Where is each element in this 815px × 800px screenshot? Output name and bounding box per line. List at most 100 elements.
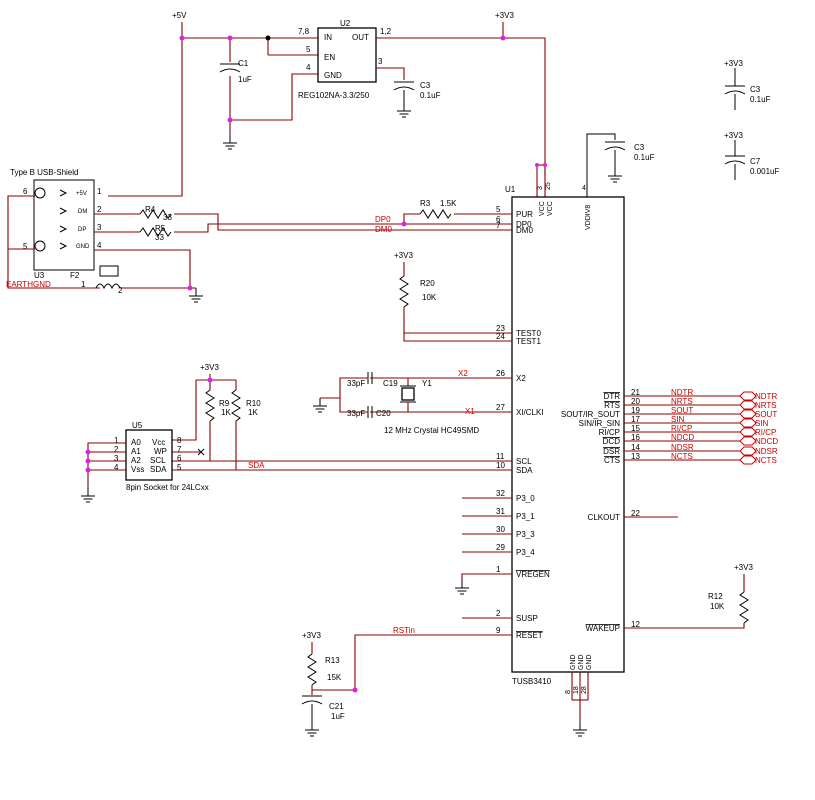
- mcu-body: [511, 196, 625, 673]
- mcu-pin-num: 19: [631, 406, 640, 415]
- mcu-pin-name: DP0: [516, 220, 532, 229]
- eeprom-section: +3V3 R9 1K R10 1K SDA U5 A0 A1 A2 Vss Vc…: [80, 363, 512, 503]
- u5-num1: 1: [114, 436, 119, 445]
- u5-ref: U5: [132, 421, 143, 430]
- shield-pin-bottom: [34, 240, 46, 252]
- port-label: NCTS: [755, 456, 777, 465]
- c3a-ref: C3: [420, 81, 431, 90]
- wire-rstin: [312, 634, 512, 691]
- u5-vss: Vss: [131, 465, 144, 474]
- r12-power: +3V3: [734, 563, 753, 572]
- capacitor-c1: [219, 63, 241, 73]
- mcu-pin-name: WAKEUP: [586, 624, 620, 633]
- port-label: NDSR: [755, 447, 778, 456]
- mcu-ref: U1: [505, 185, 516, 194]
- resistor-r9: [205, 389, 215, 422]
- port-arrow: [739, 418, 757, 428]
- c7-val: 0.001uF: [750, 167, 779, 176]
- u5-num7: 7: [177, 445, 182, 454]
- mcu-pin-num: 21: [631, 388, 640, 397]
- mcu-pin-name: TEST0: [516, 329, 541, 338]
- usb-num-1: 1: [97, 187, 102, 196]
- crystal-y1: [401, 387, 415, 401]
- net-sda: SDA: [248, 461, 265, 470]
- resistor-r4: [139, 209, 172, 219]
- mcu-top-vddiv8: VDDIV8: [585, 205, 592, 230]
- mcu-pin-num: 5: [496, 205, 501, 214]
- mcu-pin-name: SOUT/IR_SOUT: [561, 410, 620, 419]
- mcu-bot-gnd1: GND: [570, 654, 577, 670]
- usb-connector: Type B USB-Shield 6 5 EARTHGND U3 +5V DM…: [6, 168, 204, 303]
- c3c-ref: C3: [634, 143, 645, 152]
- u5-a2: A2: [131, 456, 141, 465]
- resistor-r20: [399, 275, 409, 308]
- mcu-pin-name: SCL: [516, 457, 532, 466]
- mcu-pin-num: 23: [496, 324, 505, 333]
- power-section: +5V +3V3 C1 1uF IN EN GND OUT U2 7,8 5 4…: [108, 11, 547, 197]
- u5-num5: 5: [177, 463, 182, 472]
- usb-pin-5v: +5V: [76, 191, 87, 197]
- r5-val: 33: [155, 233, 164, 242]
- mcu-pin-num: 2: [496, 609, 501, 618]
- mcu-pin-num: 10: [496, 461, 505, 470]
- r12-val: 10K: [710, 602, 725, 611]
- usb-title: Type B USB-Shield: [10, 168, 78, 177]
- mcu-pin-name: VREGEN: [516, 570, 550, 579]
- f2-pin1: 1: [81, 280, 86, 289]
- junction: [352, 687, 358, 693]
- serial-net-label: NRTS: [671, 397, 693, 406]
- port-label: NDCD: [755, 437, 778, 446]
- serial-net-label: SOUT: [671, 406, 693, 415]
- reg-num-en: 5: [306, 45, 311, 54]
- port-arrow: [739, 391, 757, 401]
- u5-sda: SDA: [150, 465, 167, 474]
- c19-val: 33pF: [347, 379, 365, 388]
- wire-gnd-reg: [229, 73, 318, 121]
- c21-val: 1uF: [331, 712, 345, 721]
- junction: [543, 163, 547, 167]
- test-pullup: +3V3 R20 10K: [394, 251, 512, 342]
- c1-ref: C1: [238, 59, 249, 68]
- junction: [187, 285, 193, 291]
- capacitor-c3-nr: [393, 81, 415, 91]
- mcu-bot-gnd3: GND: [586, 654, 593, 670]
- reg-ref: U2: [340, 19, 351, 28]
- mcu-pin-name: DSR: [603, 447, 620, 456]
- serial-net-label: SIN: [671, 415, 685, 424]
- r5-ref: R5: [155, 224, 166, 233]
- wire-dm0: [174, 213, 512, 231]
- usb-body: [33, 179, 95, 271]
- mcu-pin-num: 14: [631, 443, 640, 452]
- mcu-pin-num: 30: [496, 525, 505, 534]
- mcu-pin-num: 16: [631, 433, 640, 442]
- mcu-bot-gnd2: GND: [578, 654, 585, 670]
- reg-pin-in: IN: [324, 33, 332, 42]
- y1-ref: Y1: [422, 379, 432, 388]
- mcu-pin-name: DM0: [516, 226, 533, 235]
- earthgnd-label: EARTHGND: [6, 280, 51, 289]
- mcu-pin-num: 7: [496, 221, 501, 230]
- mcu-pin-name: SUSP: [516, 614, 538, 623]
- eeprom-desc: 8pin Socket for 24LCxx: [126, 483, 209, 492]
- port-label: SIN: [755, 419, 769, 428]
- usb-pins: +5V DM DP GND 1 2 3 4: [59, 187, 102, 250]
- r4-ref: R4: [145, 205, 156, 214]
- mcu-pin-name: DCD: [603, 437, 621, 446]
- p5v-label: +5V: [172, 11, 187, 20]
- junction: [500, 35, 506, 41]
- serial-net-label: NDCD: [671, 433, 694, 442]
- serial-net-label: NDTR: [671, 388, 693, 397]
- usb-num-4: 4: [97, 241, 102, 250]
- reg-num-nr: 3: [378, 57, 383, 66]
- mcu-pin-num: 9: [496, 626, 501, 635]
- mcu-pin-name: P3_0: [516, 494, 535, 503]
- mcu-pin-num: 27: [496, 403, 505, 412]
- c3b-ref: C3: [750, 85, 761, 94]
- resistor-r13: [307, 653, 317, 686]
- mcu-top-num4: 4: [582, 185, 586, 192]
- junction: [85, 458, 91, 464]
- mcu-pin-num: 6: [496, 215, 501, 224]
- mcu-right-pins: 21DTR20RTS19SOUT/IR_SOUT17SIN/IR_SIN15RI…: [561, 388, 678, 633]
